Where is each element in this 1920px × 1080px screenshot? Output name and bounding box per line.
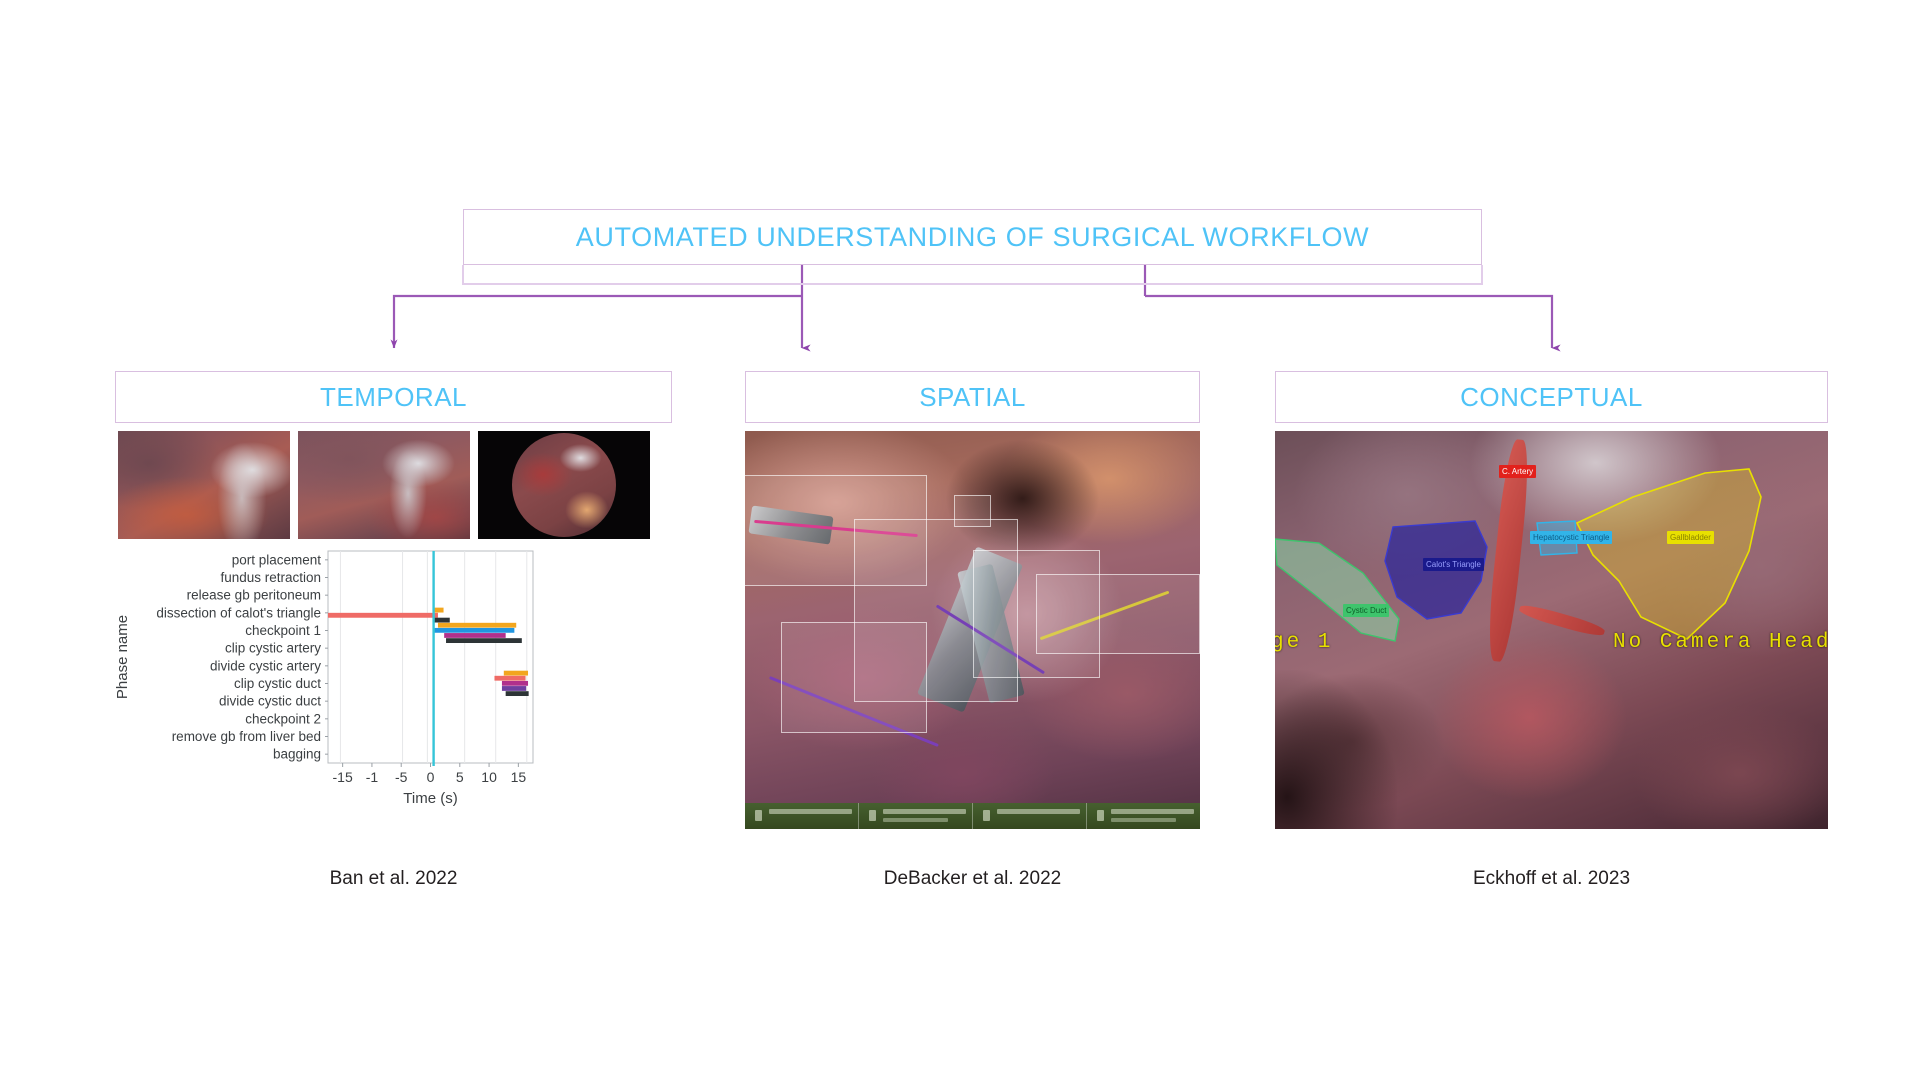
spatial-toolbar	[745, 803, 1200, 829]
svg-text:bagging: bagging	[273, 747, 321, 762]
spatial-detection-frame	[745, 431, 1200, 829]
svg-text:15: 15	[511, 769, 527, 785]
svg-text:checkpoint 2: checkpoint 2	[245, 711, 321, 726]
detection-box-3	[854, 518, 1018, 702]
label-cystic-duct: Cystic Duct	[1343, 604, 1390, 617]
svg-text:fundus retraction: fundus retraction	[220, 570, 321, 585]
svg-text:5: 5	[456, 769, 464, 785]
svg-text:checkpoint 1: checkpoint 1	[245, 623, 321, 638]
overlay-text-stage: ge 1	[1275, 631, 1334, 654]
conceptual-shadow-region	[1275, 669, 1397, 829]
svg-text:clip cystic duct: clip cystic duct	[234, 676, 321, 691]
svg-text:clip cystic artery: clip cystic artery	[225, 641, 321, 656]
toolbar-cell-2	[859, 803, 973, 829]
category-label-temporal: TEMPORAL	[319, 381, 468, 412]
svg-text:Time (s): Time (s)	[403, 790, 457, 807]
surgical-frame-2	[298, 431, 470, 539]
toolbar-cell-4	[1087, 803, 1200, 829]
label-hepatocystic-triangle: Hepatocystic Triangle	[1530, 531, 1613, 544]
citation-temporal: Ban et al. 2022	[329, 868, 458, 889]
category-header-conceptual: CONCEPTUAL	[1275, 371, 1828, 423]
svg-text:10: 10	[481, 769, 497, 785]
toolbar-cell-3	[973, 803, 1087, 829]
svg-text:dissection of calot's triangle: dissection of calot's triangle	[156, 605, 321, 620]
label-c-artery: C. Artery	[1499, 465, 1537, 478]
surgical-frame-1	[118, 431, 290, 539]
svg-text:Phase name: Phase name	[115, 615, 131, 699]
detection-box-5	[1036, 574, 1200, 654]
category-label-conceptual: CONCEPTUAL	[1460, 381, 1643, 412]
spatial-shadow-region	[945, 438, 1100, 559]
svg-text:remove gb from liver bed: remove gb from liver bed	[172, 729, 321, 744]
temporal-thumbnail-strip	[118, 431, 669, 539]
main-title-box: AUTOMATED UNDERSTANDING OF SURGICAL WORK…	[463, 209, 1482, 265]
toolbar-cell-1	[745, 803, 859, 829]
surgical-frame-3	[478, 431, 650, 539]
conceptual-segmentation-frame: C. Artery Calot's Triangle Hepatocystic …	[1275, 431, 1828, 829]
label-gallbladder: Gallbladder	[1667, 531, 1714, 544]
gallbladder-segment	[1275, 468, 1762, 642]
svg-text:-1: -1	[366, 769, 379, 785]
detection-box-2	[954, 494, 991, 527]
category-label-spatial: SPATIAL	[919, 381, 1026, 412]
label-calots-triangle: Calot's Triangle	[1423, 558, 1484, 571]
svg-text:divide cystic artery: divide cystic artery	[210, 658, 321, 673]
svg-text:port placement: port placement	[232, 552, 322, 567]
citation-spatial: DeBacker et al. 2022	[883, 868, 1062, 889]
page-title: AUTOMATED UNDERSTANDING OF SURGICAL WORK…	[575, 221, 1370, 252]
detection-box-1	[745, 474, 927, 587]
category-header-temporal: TEMPORAL	[115, 371, 672, 423]
overlay-text-camera: No Camera Head	[1613, 631, 1828, 654]
svg-text:0: 0	[427, 769, 435, 785]
svg-text:divide cystic duct: divide cystic duct	[219, 694, 321, 709]
detection-box-6	[781, 622, 927, 734]
citation-conceptual: Eckhoff et al. 2023	[1472, 868, 1631, 889]
svg-text:-5: -5	[395, 769, 408, 785]
svg-text:release gb peritoneum: release gb peritoneum	[187, 588, 321, 603]
svg-text:-15: -15	[333, 769, 353, 785]
category-header-spatial: SPATIAL	[745, 371, 1200, 423]
